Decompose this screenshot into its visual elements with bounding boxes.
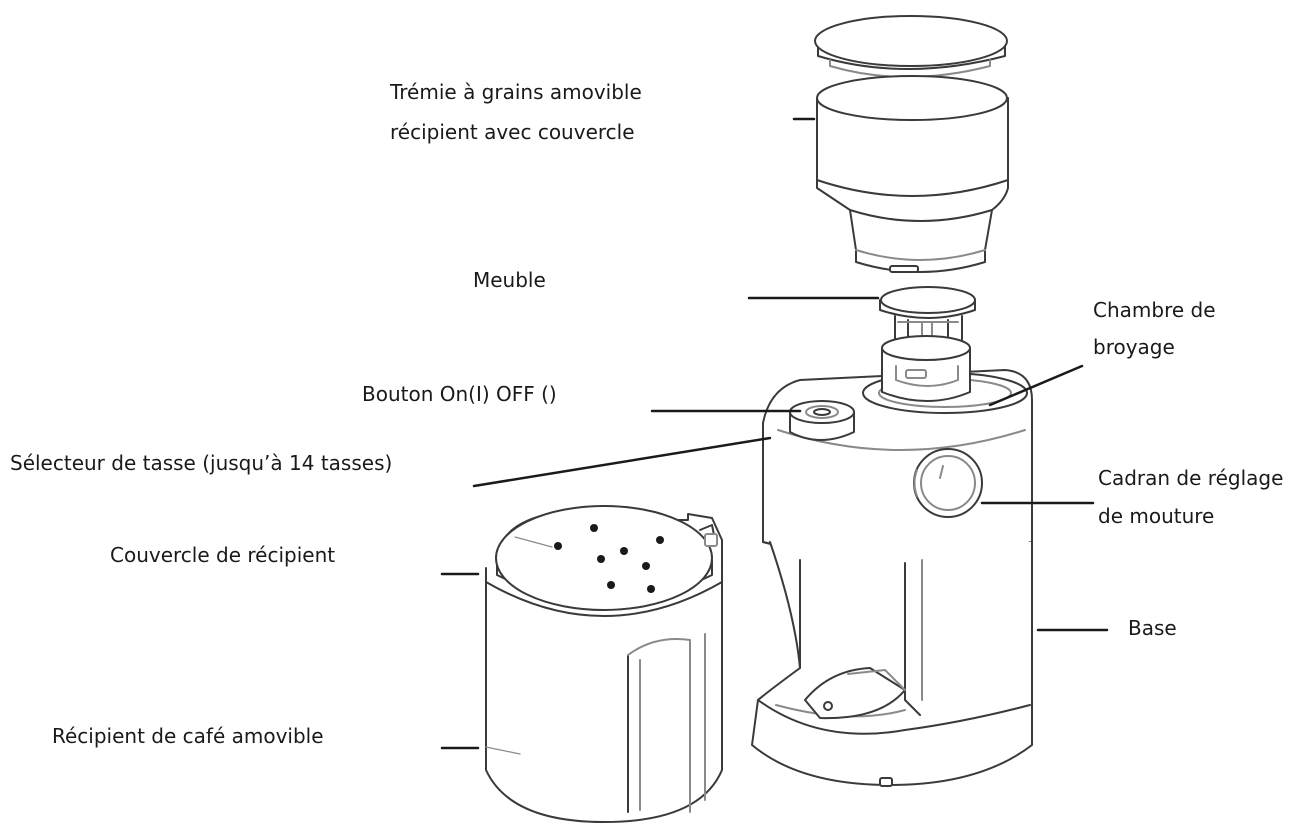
label-burr: Meuble	[473, 268, 546, 292]
lid-holes	[554, 524, 664, 593]
leader-grind-chamber	[988, 364, 1084, 407]
cup-selector-knob	[789, 400, 855, 441]
leader-cup-selector	[472, 436, 772, 488]
grind-chamber	[862, 335, 1028, 414]
coffee-container	[485, 559, 723, 823]
burr	[879, 286, 976, 371]
label-grind-dial-line2: de mouture	[1098, 504, 1215, 528]
label-cup-selector: Sélecteur de tasse (jusqu’à 14 tasses)	[10, 451, 393, 475]
label-grind-dial-line1: Cadran de réglage	[1098, 466, 1284, 490]
leader-lines	[440, 117, 1109, 755]
label-coffee-container: Récipient de café amovible	[52, 724, 324, 748]
label-hopper-line1: Trémie à grains amovible	[390, 80, 642, 104]
grinder-base	[751, 541, 1033, 787]
hopper-lid	[814, 15, 1008, 78]
container-pointer-tick	[485, 746, 521, 755]
label-grind-chamber-line1: Chambre de	[1093, 298, 1216, 322]
label-power-button: Bouton On(I) OFF ()	[362, 382, 557, 406]
lid-pointer-tick	[514, 536, 553, 548]
grind-dial	[913, 448, 983, 518]
hopper	[816, 75, 1009, 273]
label-grind-chamber-line2: broyage	[1093, 335, 1175, 359]
label-container-lid: Couvercle de récipient	[110, 543, 336, 567]
label-base: Base	[1128, 616, 1177, 640]
label-hopper-line2: récipient avec couvercle	[390, 120, 635, 144]
